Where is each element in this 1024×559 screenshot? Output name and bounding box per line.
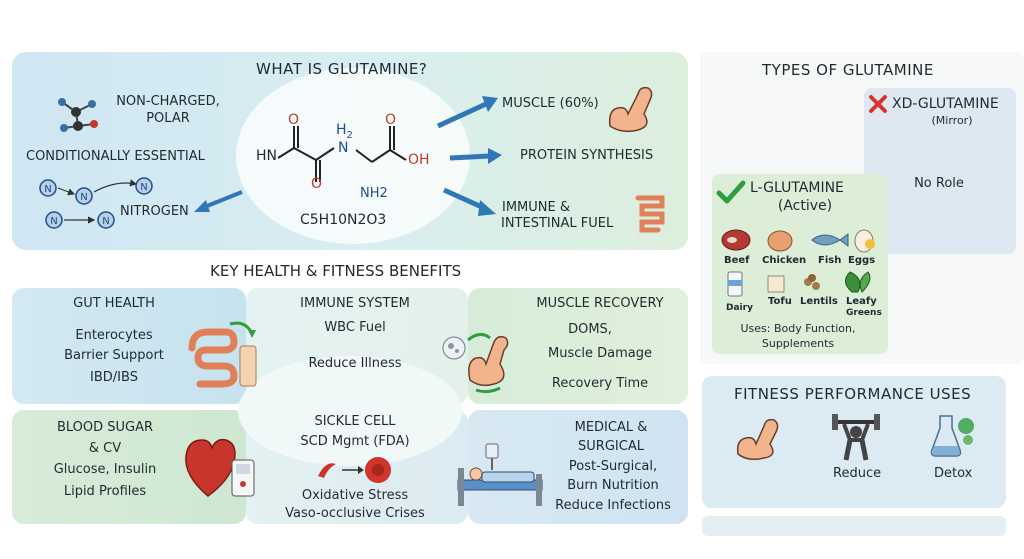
n-atom-label: N [102,216,109,227]
muscle-output-label: MUSCLE (60%) [502,96,599,111]
food-label-lentils: Lentils [800,296,838,307]
medical-surgical-title: SURGICAL [578,439,644,454]
l-glutamine-uses: Uses: Body Function, [740,322,856,335]
benefits-title: KEY HEALTH & FITNESS BENEFITS [210,262,462,280]
chicken-icon [767,230,793,252]
nitrogen-label: NITROGEN [120,204,189,219]
muscle-recovery-line: Recovery Time [551,376,649,391]
food-label-beef: Beef [724,255,750,266]
polar-label: POLAR [146,111,190,126]
intestine-icon [635,195,665,233]
benefits-center-oval [238,356,462,466]
gut-health-line: Enterocytes [75,328,153,343]
fitness-title: FITNESS PERFORMANCE USES [734,385,972,403]
blood-sugar-line: Lipid Profiles [63,484,147,499]
output-arrows-icon [436,96,502,216]
food-icons-row2 [727,271,871,297]
n-atom-label: N [50,216,57,227]
oxygen-label: O [288,112,300,128]
gut-health-line: Barrier Support [64,348,164,363]
nitrogen-atoms-icon: N N N N N [39,177,153,229]
n-atom-label: N [44,184,51,195]
gut-health-title: GUT HEALTH [73,296,155,311]
gut-cells-icon [188,321,257,388]
sickle-cell-line: Vaso-occlusive Crises [285,506,425,521]
muscle-recovery-line: Muscle Damage [548,346,652,361]
heart-glucose-icon [185,438,255,497]
nitrogen-atom-label: N [338,140,349,156]
food-label-chicken: Chicken [762,255,807,266]
blood-sugar-title: & CV [88,441,122,456]
detox-flask-icon [930,415,974,457]
protein-output-label: PROTEIN SYNTHESIS [520,148,654,163]
xd-glutamine-subtitle: (Mirror) [931,114,973,127]
non-charged-label: NON-CHARGED, [116,94,220,109]
xd-glutamine-title: XD-GLUTAMINE [892,96,999,112]
nh2-label: NH2 [360,186,388,201]
food-label-tofu: Tofu [768,296,792,307]
fitness-use-label: Detox [934,466,973,481]
types-title: TYPES OF GLUTAMINE [762,61,934,79]
h2-label: H2 [336,122,353,141]
medical-surgical-tile [468,410,688,524]
xd-glutamine-role: No Role [914,176,964,191]
overview-title: WHAT IS GLUTAMINE? [256,60,428,78]
molecule-background [236,68,470,244]
l-glutamine-card [712,174,888,354]
l-glutamine-subtitle: (Active) [777,198,833,214]
x-mark-icon [869,95,887,113]
fish-icon [811,233,849,247]
sickle-cell-line: Oxidative Stress [301,488,409,503]
food-label-leafy: Leafy [846,296,877,307]
n-atom-label: N [80,192,87,203]
fitness-use-label: Reduce [833,466,882,481]
food-label-greens: Greens [846,308,882,318]
intestinal-output-label: INTESTINAL FUEL [501,216,614,231]
glutamine-structure-diagram [277,126,407,182]
hn-label: HN [256,148,277,164]
l-glutamine-uses: Supplements [761,337,835,350]
flexed-arm-icon [608,86,653,133]
muscle-recovery-line: DOMS, [568,322,612,337]
medical-surgical-line: Post-Surgical, [568,459,658,474]
muscle-recovery-icon [442,333,509,394]
flexed-arm-icon [736,418,779,460]
sickle-cell-title: SICKLE CELL [314,414,396,429]
hydroxyl-label: OH [408,152,430,168]
xd-glutamine-card [864,88,1016,254]
molecule-model-icon [58,98,98,132]
oxygen-label: O [311,176,323,192]
check-mark-icon [716,180,746,204]
blood-sugar-title: BLOOD SUGAR [56,420,154,435]
sickle-cell-line: SCD Mgmt (FDA) [300,434,410,449]
leafy-greens-icon [845,271,861,293]
food-label-eggs: Eggs [848,255,876,266]
medical-surgical-title: MEDICAL & [574,420,648,435]
bottom-strip [702,516,1006,536]
food-icons-row1 [721,226,875,253]
immune-output-label: IMMUNE & [502,200,570,215]
food-label-dairy: Dairy [726,303,753,313]
immune-system-title: IMMUNE SYSTEM [300,296,410,311]
arrow-to-nitrogen-icon [194,190,243,212]
gut-health-line: IBD/IBS [90,370,138,385]
immune-system-line: Reduce Illness [308,356,402,371]
hospital-bed-icon [457,443,543,506]
sickle-cell-icon [318,457,391,483]
weightlifter-icon [832,414,880,461]
tofu-icon [767,275,785,293]
blood-sugar-line: Glucose, Insulin [53,462,157,477]
oxygen-label: O [385,112,397,128]
formula-label: C5H10N2O3 [300,212,387,228]
food-label-fish: Fish [818,255,842,266]
muscle-recovery-title: MUSCLE RECOVERY [536,296,664,311]
conditionally-essential-label: CONDITIONALLY ESSENTIAL [26,149,205,164]
n-atom-label: N [140,182,147,193]
l-glutamine-title: L-GLUTAMINE [750,180,844,196]
medical-surgical-line: Reduce Infections [555,498,671,513]
immune-system-line: WBC Fuel [324,320,386,335]
medical-surgical-line: Burn Nutrition [567,478,659,493]
